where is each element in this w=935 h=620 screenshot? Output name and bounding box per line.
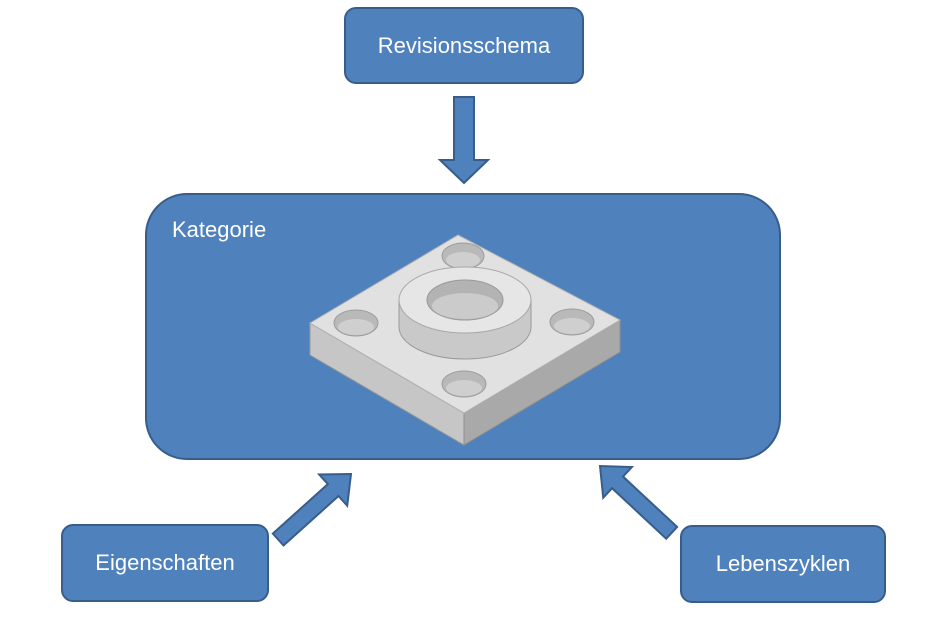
arrow-eigenschaften-to-kategorie [271, 472, 353, 547]
node-eigenschaften: Eigenschaften [61, 524, 269, 602]
cad-flange-plate-icon [309, 234, 622, 446]
node-lebenszyklen-label: Lebenszyklen [715, 551, 851, 576]
node-kategorie-label: Kategorie [172, 217, 267, 242]
arrow-lebenszyklen-to-kategorie [598, 464, 679, 541]
arrow-revisionsschema-to-kategorie [437, 96, 491, 185]
node-eigenschaften-label: Eigenschaften [95, 550, 235, 575]
node-revisionsschema: Revisionsschema [344, 7, 584, 84]
node-lebenszyklen: Lebenszyklen [680, 525, 886, 603]
node-revisionsschema-label: Revisionsschema [377, 32, 551, 58]
